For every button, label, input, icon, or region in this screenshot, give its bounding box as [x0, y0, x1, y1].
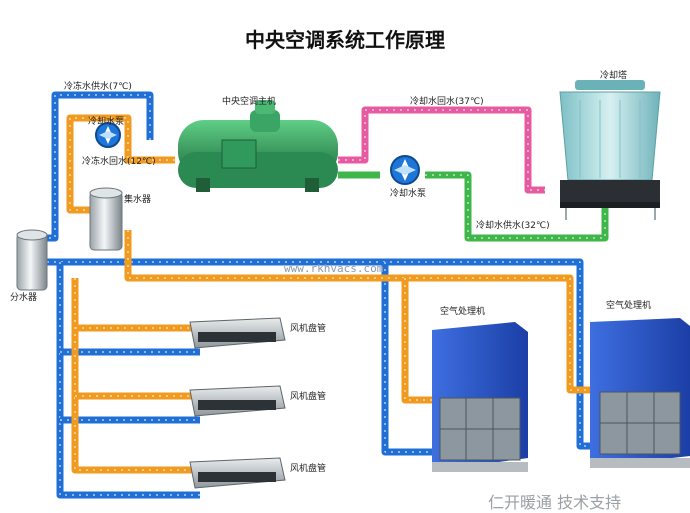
- label-cooling-supply: 冷却水供水(32℃): [476, 219, 550, 231]
- cooling-supply-pipe: [338, 171, 609, 242]
- label-ahu-2: 空气处理机: [606, 299, 651, 311]
- label-fan-coil-1: 风机盘管: [290, 322, 326, 334]
- fan-coil-unit-1: [189, 317, 286, 349]
- label-cooling-pump-right: 冷却水泵: [390, 187, 426, 199]
- label-chiller: 中央空调主机: [222, 95, 276, 107]
- cooling-pump-right: [390, 155, 420, 185]
- fan-coil-unit-3: [189, 457, 286, 489]
- diagram-title: 中央空调系统工作原理: [245, 28, 445, 52]
- collector-tank: [89, 187, 123, 251]
- label-chilled-return: 冷冻水回水(12℃): [82, 155, 156, 167]
- label-collector: 集水器: [124, 193, 151, 205]
- fan-coil-unit-2: [189, 385, 286, 417]
- label-fan-coil-2: 风机盘管: [290, 390, 326, 402]
- label-chilled-supply: 冷冻水供水(7℃): [64, 80, 132, 92]
- air-handling-unit-1: [432, 322, 528, 472]
- label-cooling-tower: 冷却塔: [600, 69, 627, 81]
- chilled-return-pipe: [66, 114, 596, 474]
- label-ahu-1: 空气处理机: [440, 305, 485, 317]
- chilled-supply-pipe: [38, 91, 596, 499]
- cooling-tower: [559, 80, 661, 220]
- cooling-pump-left: [95, 122, 121, 148]
- footer-text: 仁开暖通 技术支持: [488, 493, 621, 512]
- label-cooling-pump-left: 冷却水泵: [88, 115, 124, 127]
- label-cooling-return: 冷却水回水(37℃): [410, 95, 484, 107]
- label-distributor: 分水器: [10, 291, 37, 303]
- distributor-tank: [16, 229, 48, 291]
- cooling-return-pipe: [338, 106, 545, 194]
- chiller-unit: [178, 100, 338, 192]
- label-fan-coil-3: 风机盘管: [290, 462, 326, 474]
- air-handling-unit-2: [590, 318, 690, 468]
- watermark: www.rkhvacs.com: [284, 262, 384, 275]
